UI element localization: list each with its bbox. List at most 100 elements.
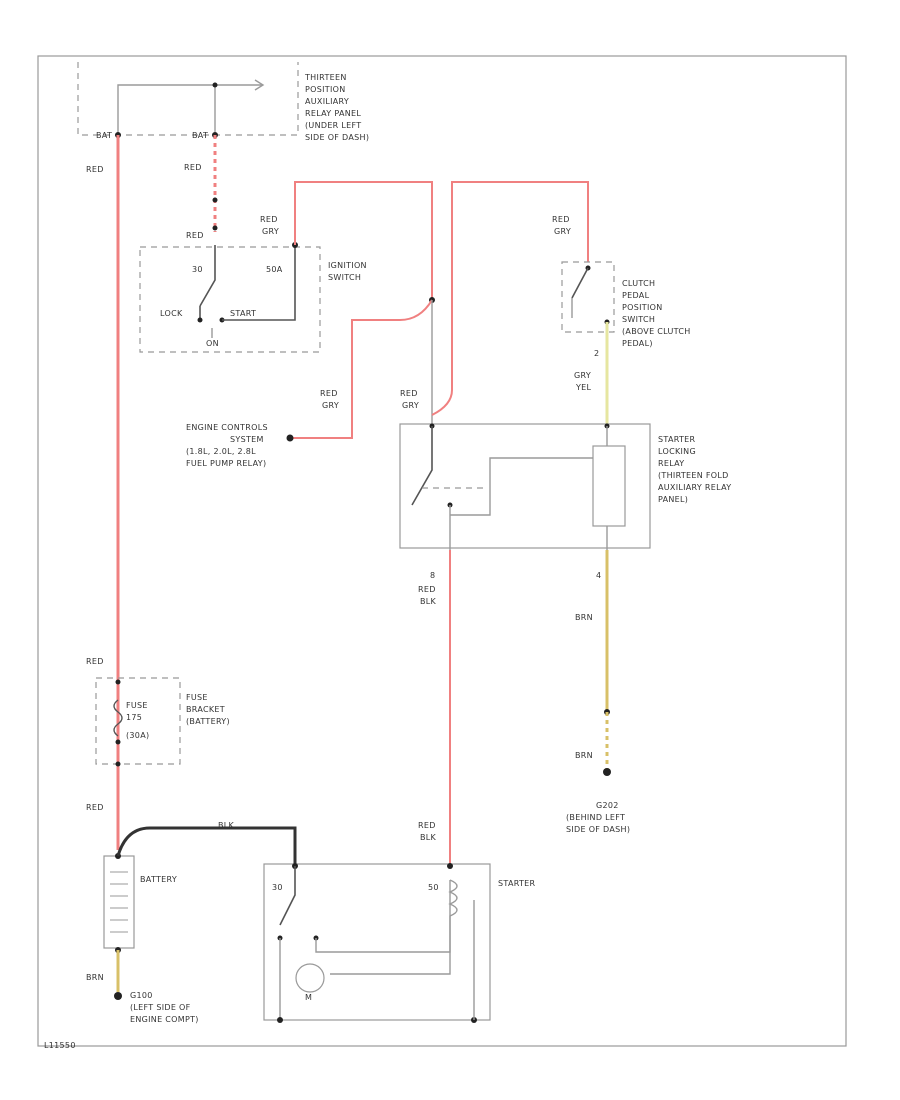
svg-text:(1.8L, 2.0L, 2.8L: (1.8L, 2.0L, 2.8L xyxy=(186,447,256,456)
fuse-terminal-top xyxy=(115,679,121,685)
svg-text:FUSE: FUSE xyxy=(126,701,148,710)
svg-text:FUEL PUMP RELAY): FUEL PUMP RELAY) xyxy=(186,459,266,468)
svg-text:(UNDER LEFT: (UNDER LEFT xyxy=(305,121,361,130)
ground-g100-icon xyxy=(114,992,122,1000)
ground-g100-label: G100 (LEFT SIDE OF ENGINE COMPT) xyxy=(130,991,199,1024)
wire-label-red-2: RED xyxy=(184,163,202,172)
wire-label-brn-1: BRN xyxy=(575,613,593,622)
motor-feed xyxy=(330,952,451,975)
ground-g202-icon xyxy=(603,768,611,776)
relay-panel-label: THIRTEEN POSITION AUXILIARY RELAY PANEL … xyxy=(304,73,369,142)
clutch-feed-wire xyxy=(431,181,589,416)
svg-text:SIDE OF DASH): SIDE OF DASH) xyxy=(305,133,369,142)
wire-label-red-gry-4a: RED xyxy=(552,215,570,224)
starter-motor-icon xyxy=(295,963,325,993)
svg-text:(30A): (30A) xyxy=(126,731,149,740)
svg-text:BRACKET: BRACKET xyxy=(186,705,225,714)
svg-text:SWITCH: SWITCH xyxy=(622,315,655,324)
splice-dot xyxy=(212,225,218,231)
engine-controls-terminal xyxy=(286,434,294,442)
wire-label-red-gry-3b: GRY xyxy=(402,401,419,410)
fuse-terminal-bottom xyxy=(115,739,121,745)
wire-label-brn-2: BRN xyxy=(575,751,593,760)
svg-text:RELAY: RELAY xyxy=(658,459,685,468)
svg-text:(LEFT SIDE OF: (LEFT SIDE OF xyxy=(130,1003,191,1012)
fuse-inner-label: FUSE 175 (30A) xyxy=(126,701,149,740)
st-30-label: 30 xyxy=(272,883,283,892)
starter-label: STARTER xyxy=(498,879,536,888)
sw-30-label: 30 xyxy=(192,265,203,274)
svg-text:PEDAL: PEDAL xyxy=(622,291,650,300)
svg-text:(BATTERY): (BATTERY) xyxy=(186,717,230,726)
svg-text:ENGINE COMPT): ENGINE COMPT) xyxy=(130,1015,199,1024)
start-label: START xyxy=(230,309,256,318)
battery-cells xyxy=(110,871,128,933)
svg-text:G100: G100 xyxy=(130,991,153,1000)
ground-g202-label: G202 (BEHIND LEFT SIDE OF DASH) xyxy=(566,801,630,834)
wire-label-red-blk-2b: BLK xyxy=(420,833,437,842)
svg-text:SYSTEM: SYSTEM xyxy=(230,435,264,444)
svg-text:(ABOVE CLUTCH: (ABOVE CLUTCH xyxy=(622,327,691,336)
battery-icon xyxy=(103,855,135,949)
fuse-bracket-label: FUSE BRACKET (BATTERY) xyxy=(186,693,230,726)
svg-text:SWITCH: SWITCH xyxy=(328,273,361,282)
clutch-pin-label: 2 xyxy=(594,349,599,358)
svg-text:STARTER: STARTER xyxy=(658,435,696,444)
start-signal-wire xyxy=(294,181,433,300)
ignition-switch-box xyxy=(139,246,321,353)
svg-text:(BEHIND LEFT: (BEHIND LEFT xyxy=(566,813,625,822)
svg-text:FUSE: FUSE xyxy=(186,693,208,702)
svg-text:LOCKING: LOCKING xyxy=(658,447,696,456)
engine-controls-label: ENGINE CONTROLS SYSTEM (1.8L, 2.0L, 2.8L… xyxy=(186,423,268,468)
svg-text:THIRTEEN: THIRTEEN xyxy=(304,73,347,82)
relay-panel-bus xyxy=(117,84,262,135)
svg-text:IGNITION: IGNITION xyxy=(328,261,367,270)
svg-text:(THIRTEEN FOLD: (THIRTEEN FOLD xyxy=(658,471,729,480)
wire-label-red-gry-3a: RED xyxy=(400,389,418,398)
starter-ground-dot xyxy=(277,1017,283,1023)
junction-dot xyxy=(212,82,218,88)
fuse-bracket-box xyxy=(95,677,181,765)
relay-coil xyxy=(592,445,626,527)
wire-label-red-blk-1a: RED xyxy=(418,585,436,594)
wire-label-brn-3: BRN xyxy=(86,973,104,982)
svg-text:POSITION: POSITION xyxy=(622,303,663,312)
svg-text:RELAY PANEL: RELAY PANEL xyxy=(305,109,361,118)
wire-label-gry-yel-a: GRY xyxy=(574,371,591,380)
svg-text:ENGINE CONTROLS: ENGINE CONTROLS xyxy=(186,423,268,432)
clutch-switch-blade xyxy=(571,267,589,299)
svg-text:G202: G202 xyxy=(596,801,619,810)
bus-arrow-icon xyxy=(254,79,265,91)
relay-contact-blade xyxy=(411,426,433,506)
svg-text:AUXILIARY: AUXILIARY xyxy=(305,97,349,106)
bat2-label: BAT xyxy=(192,131,208,140)
ignition-switch-blade xyxy=(199,245,216,307)
svg-text:AUXILIARY RELAY: AUXILIARY RELAY xyxy=(658,483,731,492)
on-label: ON xyxy=(206,339,219,348)
wire-label-red-gry-2b: GRY xyxy=(322,401,339,410)
wire-label-red-4: RED xyxy=(86,657,104,666)
wire-label-red-gry-1b: GRY xyxy=(262,227,279,236)
wire-label-blk: BLK xyxy=(218,821,235,830)
svg-text:175: 175 xyxy=(126,713,142,722)
svg-text:POSITION: POSITION xyxy=(305,85,346,94)
wire-label-red-1: RED xyxy=(86,165,104,174)
fuse-output-dot xyxy=(115,761,121,767)
battery-label: BATTERY xyxy=(140,875,177,884)
solenoid-coil-icon xyxy=(448,879,458,952)
clutch-switch-box xyxy=(561,261,615,333)
svg-text:SIDE OF DASH): SIDE OF DASH) xyxy=(566,825,630,834)
lock-label: LOCK xyxy=(160,309,183,318)
wire-label-red-gry-2a: RED xyxy=(320,389,338,398)
lockout-pin-b-label: 4 xyxy=(596,571,601,580)
footer-code: L11550 xyxy=(44,1041,76,1050)
ignition-start-wire xyxy=(222,245,296,321)
starter-50-terminal xyxy=(447,863,453,869)
engine-controls-wire xyxy=(290,299,433,439)
starter-box xyxy=(263,863,491,1021)
svg-text:CLUTCH: CLUTCH xyxy=(622,279,655,288)
relay-panel-box xyxy=(77,62,299,136)
starter-lockout-label: STARTER LOCKING RELAY (THIRTEEN FOLD AUX… xyxy=(658,435,731,504)
